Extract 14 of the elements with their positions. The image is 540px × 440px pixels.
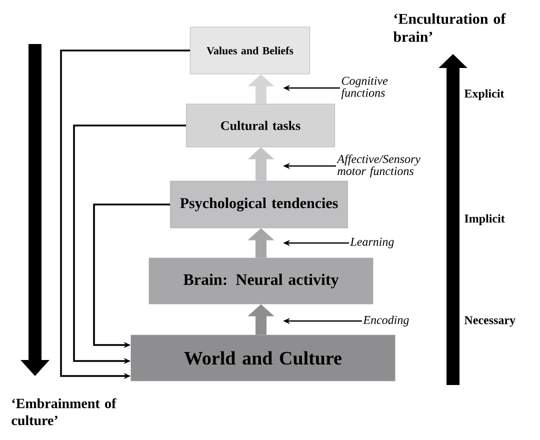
side-label: Implicit — [464, 214, 505, 226]
process-box: Cultural tasks — [186, 104, 335, 148]
process-box: Brain: Neural activity — [148, 258, 374, 304]
side-label: ‘Embrainment of culture’ — [12, 398, 116, 426]
process-label: Cognitive functions — [341, 76, 388, 100]
process-label: Learning — [350, 238, 394, 248]
side-label: ‘Enculturation of brain’ — [393, 13, 506, 42]
process-box: Psychological tendencies — [170, 180, 348, 228]
process-label: Encoding — [363, 316, 409, 326]
side-label: Necessary — [464, 316, 516, 327]
process-label: Affective/Sensory motor functions — [336, 154, 421, 178]
process-box: World and Culture — [130, 334, 396, 382]
process-box: Values and Beliefs — [190, 26, 310, 74]
side-label: Explicit — [464, 89, 504, 100]
